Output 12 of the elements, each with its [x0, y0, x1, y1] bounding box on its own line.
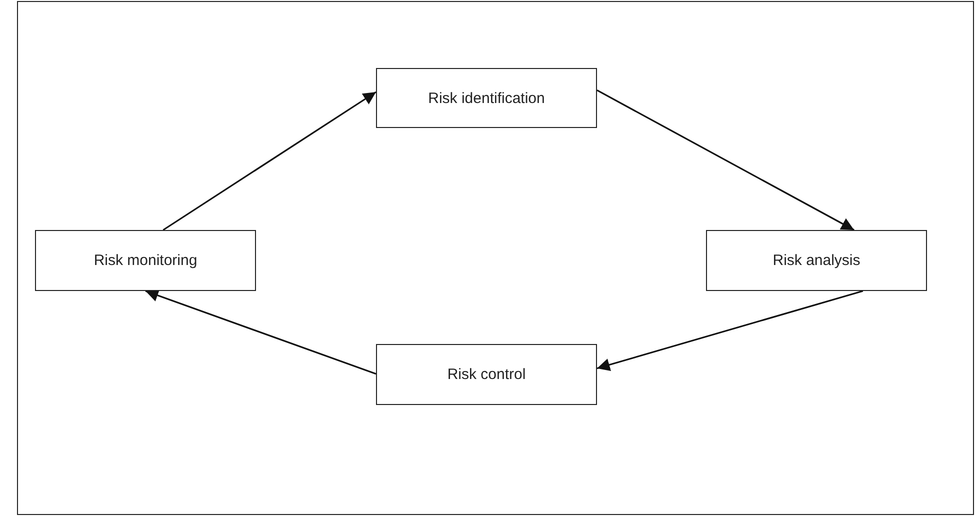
arrow [596, 290, 864, 371]
box-label: Risk control [447, 366, 526, 383]
arrow [162, 91, 376, 231]
box-label: Risk monitoring [94, 252, 198, 269]
arrow [596, 90, 854, 231]
arrow [145, 289, 376, 375]
box-label: Risk identification [428, 90, 545, 106]
process-box [376, 68, 597, 128]
process-box [35, 230, 256, 291]
process-box [376, 344, 597, 405]
process-box [706, 230, 927, 291]
box-label: Risk analysis [772, 252, 860, 269]
